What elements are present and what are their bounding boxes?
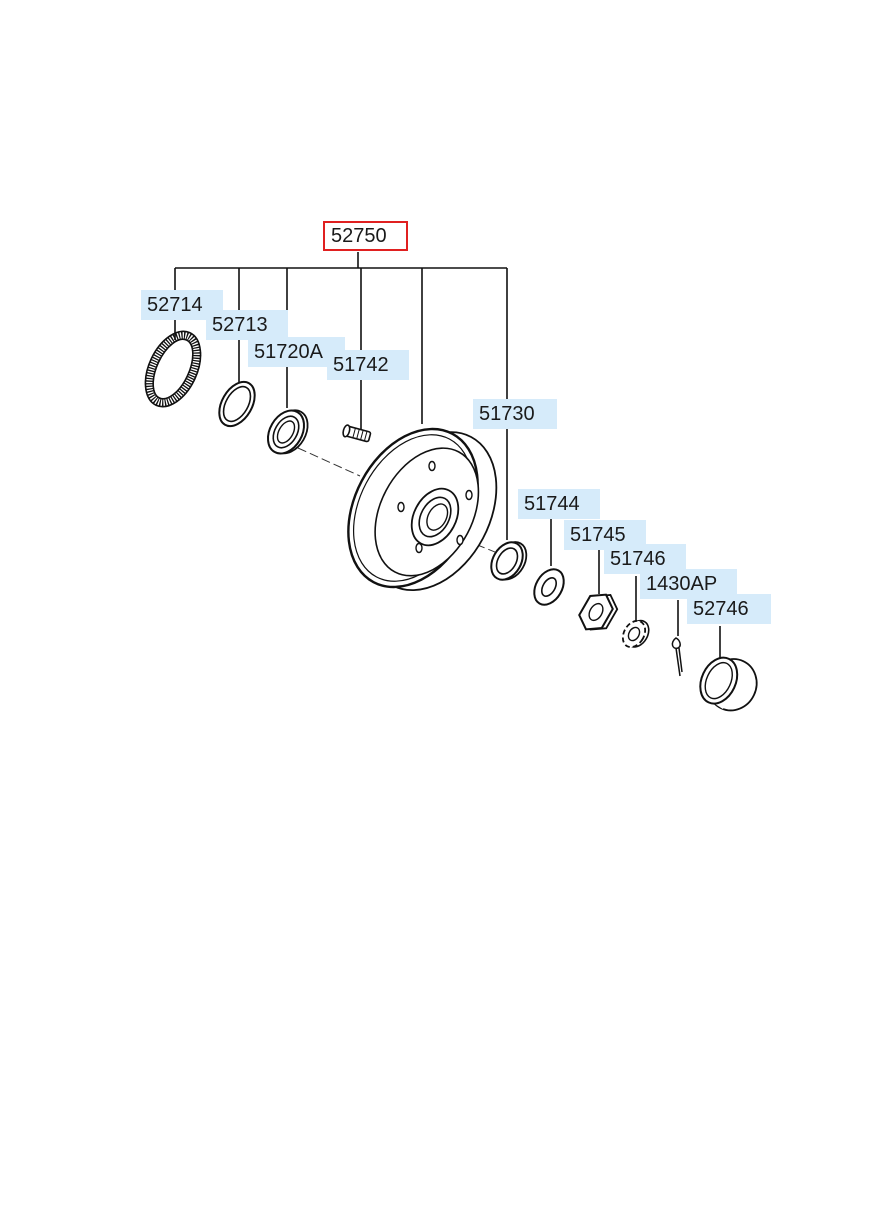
bearing-icon (266, 409, 309, 455)
tone-ring-icon (144, 330, 202, 408)
hex-nut-icon (578, 593, 619, 631)
grease-cap-icon (699, 656, 758, 712)
outer-bearing-icon (490, 541, 528, 581)
part-label-52714[interactable]: 52714 (141, 290, 223, 320)
wheel-stud-icon (342, 424, 372, 443)
washer-icon (533, 568, 565, 606)
part-label-51744[interactable]: 51744 (518, 489, 600, 519)
part-label-1430AP[interactable]: 1430AP (640, 569, 737, 599)
brake-drum-icon (347, 427, 498, 592)
castle-nut-icon (621, 619, 650, 649)
part-label-51730[interactable]: 51730 (473, 399, 557, 429)
part-label-52713[interactable]: 52713 (206, 310, 288, 340)
cotter-pin-icon (671, 637, 683, 677)
part-label-51742[interactable]: 51742 (327, 350, 409, 380)
main-assembly-label[interactable]: 52750 (323, 221, 408, 251)
dust-seal-icon (218, 380, 256, 428)
part-label-52746[interactable]: 52746 (687, 594, 771, 624)
